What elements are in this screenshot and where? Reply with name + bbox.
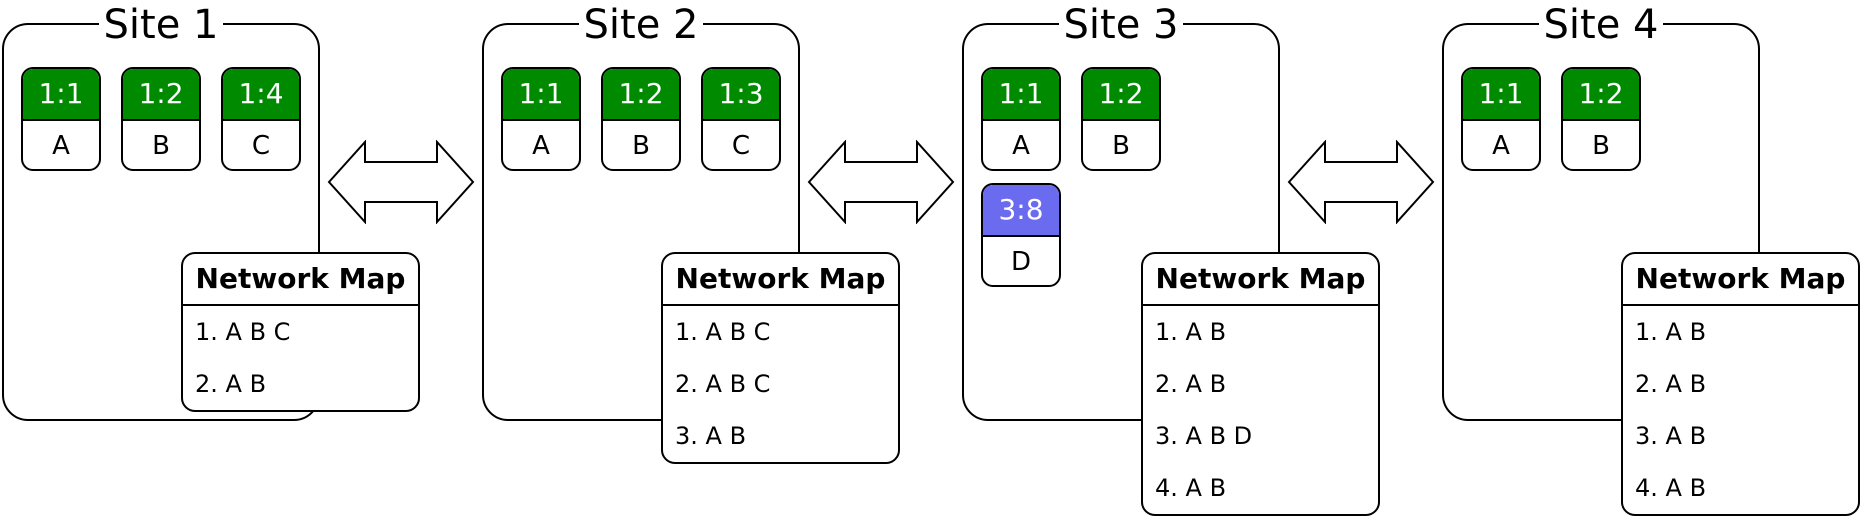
site-2-panel: Site 2 1:1 A 1:2 B 1:3 C bbox=[482, 2, 800, 421]
network-map-row: 2. A B C bbox=[675, 370, 771, 398]
replica-node[interactable]: 1:2 B bbox=[601, 67, 681, 171]
replica-node[interactable]: 1:2 B bbox=[1081, 67, 1161, 171]
network-map-row: 3. A B bbox=[1635, 422, 1707, 450]
network-map-title: Network Map bbox=[1623, 254, 1858, 306]
network-map-row: 3. A B D bbox=[1155, 422, 1253, 450]
replica-node[interactable]: 1:1 A bbox=[21, 67, 101, 171]
network-map-site-4: Network Map 1. A B 2. A B 3. A B 4. A B bbox=[1621, 252, 1860, 516]
replica-node[interactable]: 1:2 B bbox=[1561, 67, 1641, 171]
replica-id: 1:1 bbox=[23, 69, 99, 121]
replica-node[interactable]: 3:8 D bbox=[981, 183, 1061, 287]
replica-node[interactable]: 1:1 A bbox=[501, 67, 581, 171]
replica-label: A bbox=[1012, 131, 1030, 161]
replica-id: 1:2 bbox=[1083, 69, 1159, 121]
replica-id: 1:3 bbox=[703, 69, 779, 121]
replica-node[interactable]: 1:4 C bbox=[221, 67, 301, 171]
replica-label: A bbox=[52, 131, 70, 161]
network-map-row: 2. A B bbox=[195, 370, 267, 398]
replica-id: 1:2 bbox=[123, 69, 199, 121]
replica-id: 1:1 bbox=[983, 69, 1059, 121]
replica-label: A bbox=[1492, 131, 1510, 161]
replica-id: 1:2 bbox=[603, 69, 679, 121]
replica-node[interactable]: 1:2 B bbox=[121, 67, 201, 171]
replica-id: 1:2 bbox=[1563, 69, 1639, 121]
network-map-row: 1. A B C bbox=[195, 318, 291, 346]
double-arrow-icon bbox=[807, 140, 955, 224]
replica-label: B bbox=[1112, 131, 1130, 161]
network-map-row: 1. A B bbox=[1635, 318, 1707, 346]
network-map-title: Network Map bbox=[1143, 254, 1378, 306]
replica-node[interactable]: 1:1 A bbox=[1461, 67, 1541, 171]
replica-label: D bbox=[1010, 247, 1032, 277]
network-map-title: Network Map bbox=[663, 254, 898, 306]
replica-id: 1:1 bbox=[503, 69, 579, 121]
network-map-site-1: Network Map 1. A B C 2. A B bbox=[181, 252, 420, 412]
replica-id: 1:1 bbox=[1463, 69, 1539, 121]
replica-label: B bbox=[632, 131, 650, 161]
replica-label: C bbox=[731, 131, 751, 161]
replica-label: C bbox=[251, 131, 271, 161]
double-arrow-icon bbox=[327, 140, 475, 224]
network-map-row: 2. A B bbox=[1635, 370, 1707, 398]
site-title: Site 4 bbox=[1538, 2, 1664, 48]
site-title: Site 3 bbox=[1058, 2, 1184, 48]
network-map-row: 2. A B bbox=[1155, 370, 1227, 398]
network-map-row: 3. A B bbox=[675, 422, 747, 450]
replica-label: A bbox=[532, 131, 550, 161]
network-map-site-2: Network Map 1. A B C 2. A B C 3. A B bbox=[661, 252, 900, 464]
replica-label: B bbox=[152, 131, 170, 161]
site-title: Site 1 bbox=[98, 2, 224, 48]
site-title: Site 2 bbox=[578, 2, 704, 48]
network-map-site-3: Network Map 1. A B 2. A B 3. A B D 4. A … bbox=[1141, 252, 1380, 516]
replica-label: B bbox=[1592, 131, 1610, 161]
replica-id: 1:4 bbox=[223, 69, 299, 121]
network-map-row: 1. A B C bbox=[675, 318, 771, 346]
replica-node[interactable]: 1:3 C bbox=[701, 67, 781, 171]
replica-node[interactable]: 1:1 A bbox=[981, 67, 1061, 171]
network-map-row: 4. A B bbox=[1155, 474, 1227, 502]
network-map-row: 4. A B bbox=[1635, 474, 1707, 502]
network-map-row: 1. A B bbox=[1155, 318, 1227, 346]
double-arrow-icon bbox=[1287, 140, 1435, 224]
replica-id: 3:8 bbox=[983, 185, 1059, 237]
network-map-title: Network Map bbox=[183, 254, 418, 306]
